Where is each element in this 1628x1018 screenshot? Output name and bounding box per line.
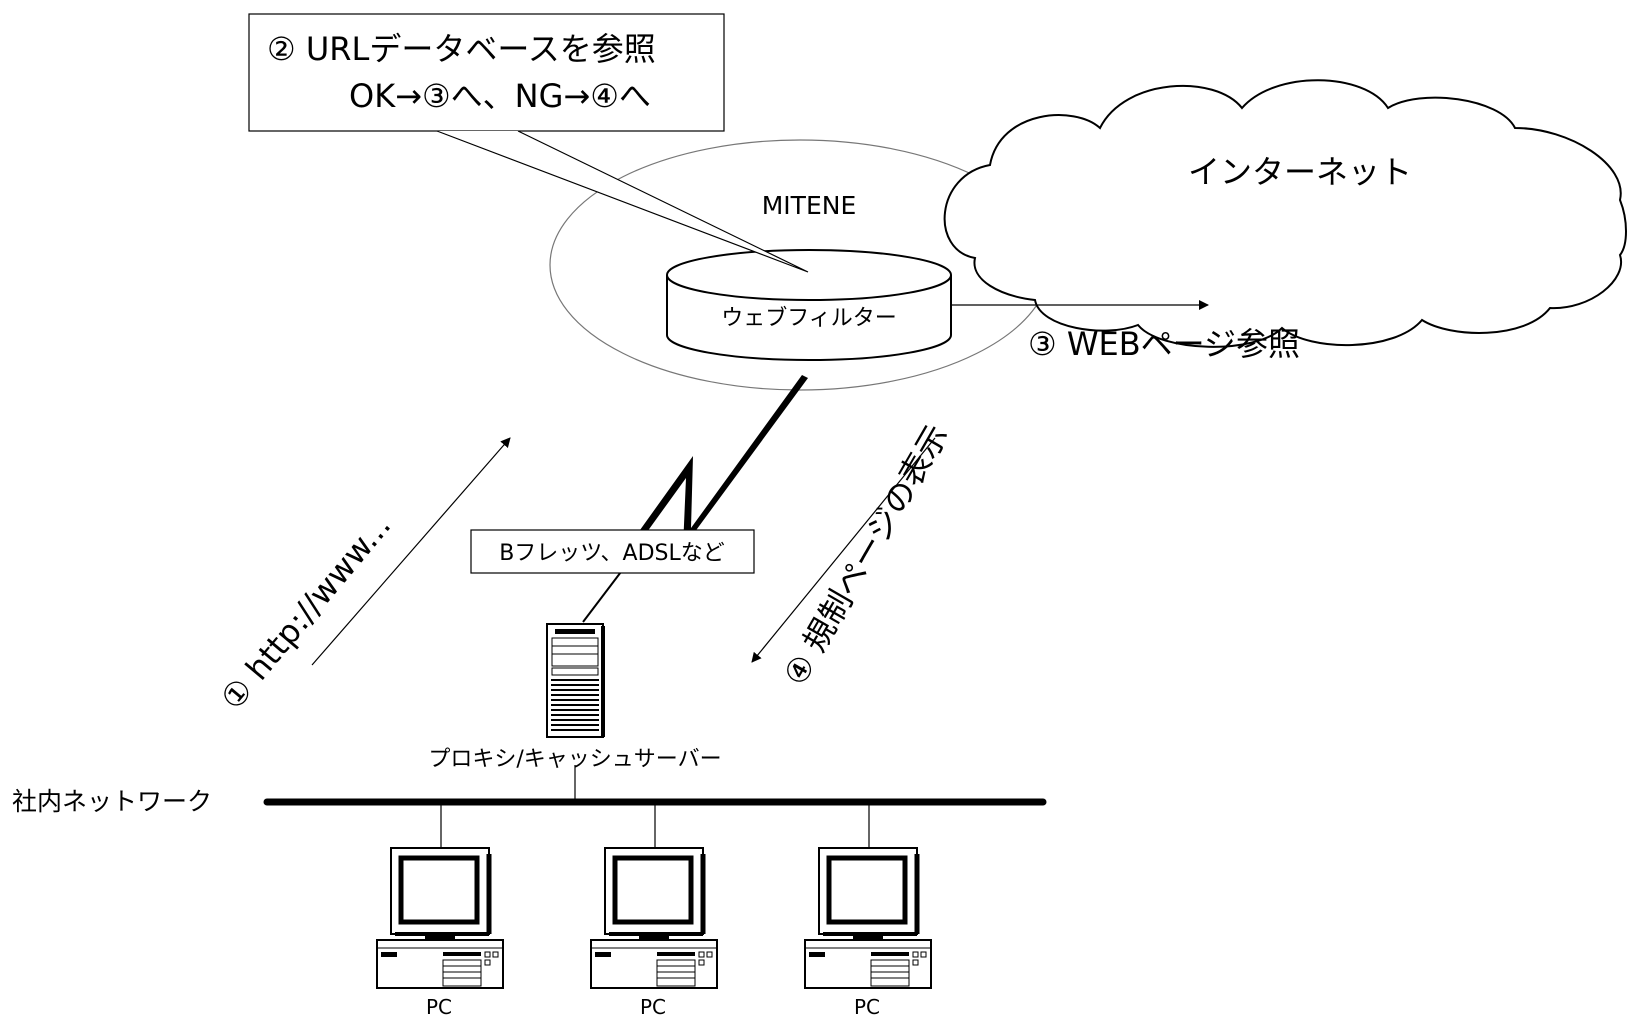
callout-pointer: [436, 130, 809, 273]
pc-label-1: PC: [426, 995, 452, 1018]
step4-label: ④ 規制ページの表示: [776, 418, 956, 692]
arrow-step4: [751, 437, 936, 663]
step1-label: ① http://www...: [213, 507, 398, 718]
internet-cloud: [943, 79, 1627, 348]
callout-line1: ② URLデータベースを参照: [267, 30, 656, 68]
pc-icon-2: [591, 848, 717, 988]
internet-label: インターネット: [1188, 153, 1412, 191]
mitene-label: MITENE: [762, 191, 857, 220]
pc-icon-3: [805, 848, 931, 988]
web-filter-label: ウェブフィルター: [721, 306, 897, 331]
arrow-step1: [311, 437, 511, 666]
callout-box: [248, 13, 725, 132]
lightning-bolt: [640, 375, 808, 548]
network-label: 社内ネットワーク: [12, 787, 212, 816]
pc-label-2: PC: [640, 995, 666, 1018]
line-type-box: [470, 529, 755, 574]
step3-label: ③ WEBページ参照: [1028, 325, 1300, 363]
line-type-label: Bフレッツ、ADSLなど: [499, 541, 725, 566]
pc-label-3: PC: [854, 995, 880, 1018]
pc-icon-1: [377, 848, 503, 988]
proxy-server-icon: [546, 623, 605, 738]
callout-line2: OK→③へ、NG→④へ: [349, 77, 651, 115]
web-filter-cylinder: [666, 249, 952, 361]
proxy-label: プロキシ/キャッシュサーバー: [428, 747, 721, 772]
